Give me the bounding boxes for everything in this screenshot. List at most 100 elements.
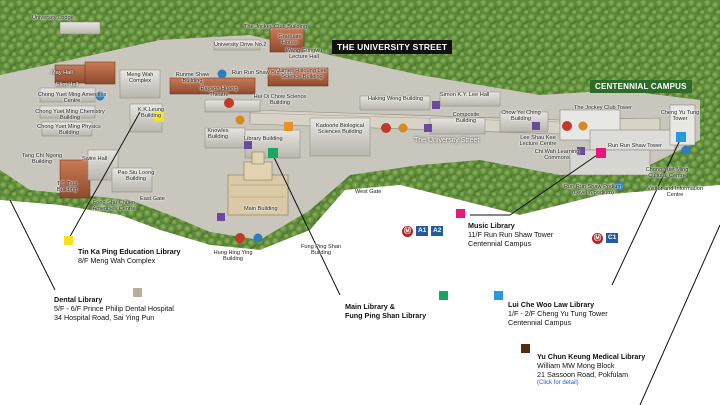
medical-library-title: Yu Chun Keung Medical Library xyxy=(537,352,646,361)
building-label[interactable]: Hung Hing Ying Building xyxy=(213,250,253,262)
music-library-title: Music Library xyxy=(468,221,515,230)
building-label[interactable]: Hui Oi Chow Science Building xyxy=(253,94,307,106)
building-label[interactable]: Fung Ping Shan Building xyxy=(300,244,342,256)
library-building-map-marker[interactable] xyxy=(284,122,293,131)
music-library-campus: Centennial Campus xyxy=(468,239,532,248)
edu-library-legend-square xyxy=(64,236,73,245)
first-aid-icon xyxy=(562,121,572,131)
building-label[interactable]: Graduate House xyxy=(278,34,302,46)
building-label[interactable]: Kadoorie Biological Sciences Building xyxy=(316,123,364,135)
library-icon xyxy=(432,101,440,109)
medical-library-legend-square xyxy=(521,344,530,353)
building-label[interactable]: Composite Building xyxy=(452,112,480,124)
music-library-legend-square xyxy=(456,209,465,218)
accessible-icon xyxy=(578,121,588,131)
law-library-callout[interactable]: Lui Che Woo Law Library 1/F - 2/F Cheng … xyxy=(508,300,608,327)
music-library-callout[interactable]: Music Library 11/F Run Run Shaw Tower Ce… xyxy=(468,221,553,248)
building-label[interactable]: Haking Wong Building xyxy=(368,96,423,102)
medical-library-callout[interactable]: Yu Chun Keung Medical Library William MW… xyxy=(537,352,645,387)
dental-library-address: 34 Hospital Road, Sai Ying Pun xyxy=(54,313,155,322)
building-label[interactable]: Simon K.Y. Lee Hall xyxy=(440,92,490,98)
main-library-callout[interactable]: Main Library & Fung Ping Shan Library xyxy=(345,302,426,320)
medical-library-block: William MW Mong Block xyxy=(537,361,615,370)
dental-library-callout[interactable]: Dental Library 5/F - 6/F Prince Philip D… xyxy=(54,295,174,322)
main-library-title: Main Library & xyxy=(345,302,395,311)
building-label[interactable]: Meng Wah Complex xyxy=(126,72,154,84)
building-label[interactable]: Library Building xyxy=(244,136,283,142)
mtr-exit-a2[interactable]: A2 xyxy=(431,226,444,236)
dental-library-floor: 5/F - 6/F Prince Philip Dental Hospital xyxy=(54,304,174,313)
law-library-floor: 1/F - 2/F Cheng Yu Tung Tower xyxy=(508,309,608,318)
building-label[interactable]: The Jockey Club Tower xyxy=(574,105,633,111)
building-label[interactable]: May Hall xyxy=(51,70,73,76)
accessible-icon xyxy=(235,115,245,125)
first-aid-icon xyxy=(235,233,245,243)
building-label[interactable]: Chong Yuet Ming Physics Building xyxy=(37,124,101,136)
building-label[interactable]: Pao Siu Loong Building xyxy=(117,170,155,182)
building-label[interactable]: Run Run Shaw Podium (Level 6 podium) xyxy=(563,184,623,196)
mtr-icon: Ⓜ xyxy=(592,233,603,244)
library-icon xyxy=(424,124,432,132)
edu-library-map-marker[interactable] xyxy=(154,112,164,122)
education-library-location: 8/F Meng Wah Complex xyxy=(78,256,156,265)
law-library-title: Lui Che Woo Law Library xyxy=(508,300,595,309)
dental-library-title: Dental Library xyxy=(54,295,103,304)
building-label[interactable]: Chong Yuet Ming Cultural Centre xyxy=(645,167,689,179)
building-label[interactable]: East Gate xyxy=(140,196,165,202)
building-label[interactable]: The Jockey Club Building xyxy=(244,24,308,30)
building-label[interactable]: Chong Yuet Ming Amenities Centre xyxy=(37,92,107,104)
building-label[interactable]: Tang Chi Ngong Building xyxy=(21,153,63,165)
building-label[interactable]: Chi Wah Learning Commons xyxy=(534,149,580,161)
building-label[interactable]: Eliot Hall xyxy=(56,82,79,88)
building-label[interactable]: Lee Shau Kee Lecture Centre xyxy=(519,135,557,147)
education-library-callout[interactable]: Tin Ka Ping Education Library 8/F Meng W… xyxy=(78,247,181,265)
medical-library-address: 21 Sassoon Road, Pokfulam xyxy=(537,370,629,379)
building-label[interactable]: University Lodge xyxy=(32,15,74,21)
first-aid-icon xyxy=(224,98,234,108)
building-label[interactable]: Cheng Yu Tung Tower xyxy=(660,110,700,122)
first-aid-icon xyxy=(381,123,391,133)
music-library-floor: 11/F Run Run Shaw Tower xyxy=(468,230,554,239)
library-icon xyxy=(532,122,540,130)
building-label[interactable]: Knowles Building xyxy=(207,128,229,140)
building-label[interactable]: K.K.Leung Building xyxy=(137,107,165,119)
law-library-legend-square xyxy=(494,291,503,300)
building-label[interactable]: Chong Yuet Ming Chemistry Building xyxy=(35,109,105,121)
info-icon xyxy=(95,91,105,101)
info-icon xyxy=(217,69,227,79)
building-label[interactable]: Fong Shu Chuen Amenities Centre xyxy=(92,200,136,212)
building-label[interactable]: James Hsioung Lee Science Building xyxy=(277,68,327,80)
centennial-campus-buildings xyxy=(559,104,696,176)
library-icon xyxy=(577,147,585,155)
fung-ping-shan-library-title: Fung Ping Shan Library xyxy=(345,311,427,320)
building-label[interactable]: West Gate xyxy=(355,189,382,195)
law-library-map-marker[interactable] xyxy=(676,132,686,142)
centennial-campus-sign: CENTENNIAL CAMPUS xyxy=(590,80,692,93)
building-label[interactable]: T.T. Tsui Building xyxy=(56,181,78,193)
building-label[interactable]: Rayson Huang Theatre xyxy=(200,86,238,98)
building-label[interactable]: Run Run Shaw Building xyxy=(232,70,292,76)
buildings-left-cluster xyxy=(39,21,329,199)
building-label[interactable]: Swire Hall xyxy=(82,156,108,162)
building-label[interactable]: Main Building xyxy=(244,206,278,212)
medical-library-detail-link[interactable]: (Click for detail) xyxy=(537,380,579,386)
university-street-label: The University Street xyxy=(414,137,480,144)
main-building xyxy=(227,151,289,216)
accessible-icon xyxy=(398,123,408,133)
music-library-map-marker[interactable] xyxy=(596,148,606,158)
building-label[interactable]: Runme Shaw Building xyxy=(175,72,210,84)
leader-lines xyxy=(9,111,720,405)
main-library-legend-square xyxy=(439,291,448,300)
dental-library-legend-square xyxy=(133,288,142,297)
building-label[interactable]: Chow Yei Ching Building xyxy=(501,110,541,122)
building-label[interactable]: Visitor and Information Centre xyxy=(647,186,703,198)
info-icon xyxy=(681,145,691,155)
mtr-exit-a1[interactable]: A1 xyxy=(416,226,429,236)
mtr-exit-c1[interactable]: C1 xyxy=(606,233,619,243)
education-library-title: Tin Ka Ping Education Library xyxy=(78,247,181,256)
building-label[interactable]: Wang Gungwu Lecture Hall xyxy=(285,48,323,60)
building-label[interactable]: Run Run Shaw Tower xyxy=(608,143,662,149)
main-library-map-marker[interactable] xyxy=(268,148,278,158)
building-label[interactable]: University Drive No.2 xyxy=(214,42,267,48)
